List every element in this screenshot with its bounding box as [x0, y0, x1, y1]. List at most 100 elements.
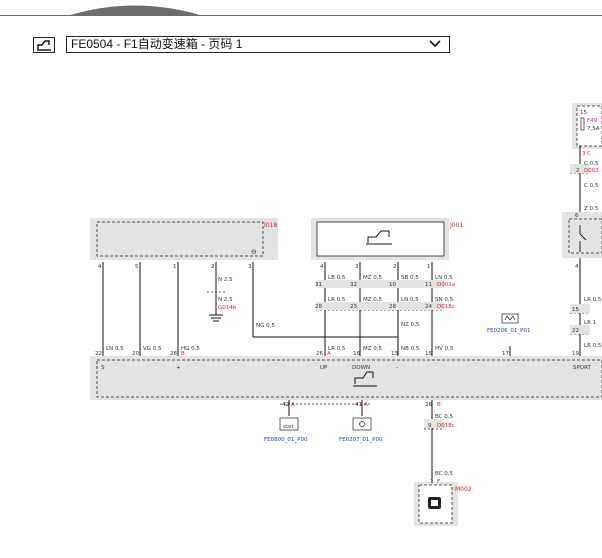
- wire-b-hv: HV 0,5: [435, 346, 454, 352]
- wire-j1-mz: MZ 0,5: [363, 275, 383, 281]
- mm-pin-15: 15: [425, 351, 432, 357]
- mm-label-s: S: [101, 365, 105, 371]
- f49-name: F49: [587, 118, 598, 124]
- row1-conn: D001a: [437, 282, 455, 288]
- lower-pin-41: 41: [355, 402, 362, 408]
- wire-b-nb: NB 0,5: [401, 346, 420, 352]
- mm-label-minus: -: [396, 365, 398, 371]
- wire-b-lr: LR 0,5: [328, 346, 346, 352]
- fuse-icon: [580, 117, 585, 131]
- lower-pin-1: 1: [430, 479, 434, 485]
- j001-pin-3: 3: [355, 264, 359, 270]
- j001-pin-2: 2: [393, 264, 397, 270]
- ground-icon: [209, 314, 223, 322]
- gear-selector-icon: [366, 230, 392, 245]
- r-pin-2: 2: [576, 168, 580, 174]
- r-wire-lr1: LR 1: [584, 320, 596, 326]
- row2-pin-b: 23: [350, 304, 357, 310]
- wire-ng05: NG 0,5: [256, 323, 275, 329]
- document-selector[interactable]: FE0504 - F1自动变速箱 - 页码 1: [66, 36, 450, 53]
- lower-pin-42: 42: [282, 402, 289, 408]
- row1-pin-b: 32: [350, 282, 357, 288]
- relay-box: [568, 218, 602, 254]
- row2-pin-d: 24: [425, 304, 432, 310]
- main-gear-icon: [353, 371, 377, 387]
- j001-pin-1: 1: [427, 264, 431, 270]
- i018-pin-1: 1: [173, 264, 177, 270]
- mm-letter-b: B: [181, 351, 185, 357]
- r-pin-22: 22: [572, 328, 579, 334]
- r-letter-c: C: [587, 151, 591, 157]
- fe0800-ref[interactable]: start FE0800_01_P00: [264, 417, 308, 443]
- i018-pin-2: 2: [211, 264, 215, 270]
- j001-pin-4: 4: [320, 264, 324, 270]
- i018-pin-4: 4: [98, 264, 102, 270]
- switch-icon: [579, 225, 587, 252]
- f49-rating: 7,5A: [587, 126, 600, 132]
- fe0206-ref[interactable]: FE0206_01_P01: [487, 313, 530, 334]
- wire-j2-lr: LR 0,5: [328, 297, 346, 303]
- wire-nz05: NZ 0,5: [401, 322, 420, 328]
- mm-pin-20: 20: [132, 351, 139, 357]
- r-pin-4: 4: [575, 264, 579, 270]
- sensor-icon: [428, 497, 441, 509]
- transmission-icon[interactable]: [33, 37, 55, 53]
- fe0800-link[interactable]: FE0800_01_P00: [264, 437, 308, 443]
- wire-j2-ln: LN 0,5: [401, 297, 419, 303]
- main-module-box: [96, 359, 602, 398]
- i018-pin-3: 3: [248, 264, 252, 270]
- fe0206-link[interactable]: FE0206_01_P01: [487, 328, 530, 334]
- start-label: start: [283, 424, 294, 430]
- wire-j1-sb: SB 0,5: [401, 275, 419, 281]
- i018-label: I018: [264, 222, 277, 229]
- j001-label: J001: [449, 222, 463, 229]
- r-pin-6: 6: [575, 213, 579, 219]
- mm-pin-17: 17: [502, 351, 509, 357]
- wire-j2-mz: MZ 0,5: [363, 297, 383, 303]
- wire-j1-ln: LN 0,5: [435, 275, 453, 281]
- wire-n25-bot: N 2,5: [218, 297, 233, 303]
- mm-label-down: DOWN: [352, 365, 370, 371]
- chevron-down-icon[interactable]: [429, 39, 441, 49]
- mm-pin-13: 13: [391, 351, 398, 357]
- wire-b-hg: HG 0,5: [181, 346, 200, 352]
- row2-conn: D018c: [437, 304, 455, 310]
- m002-label: M002: [455, 486, 472, 493]
- header-decoration: [70, 5, 200, 15]
- i018-background: [90, 218, 278, 260]
- r-wire-c05a: C 0,5: [584, 161, 599, 167]
- row1-pin-c: 10: [389, 282, 396, 288]
- lower-conn-d018c: D018c: [437, 423, 455, 429]
- connector-strips: [316, 164, 590, 428]
- row1-pin-d: 11: [425, 282, 432, 288]
- g014b-label: G014b: [218, 305, 237, 311]
- ground-symbol-i018: ⊖: [251, 248, 257, 256]
- row1-pin-a: 31: [315, 282, 322, 288]
- lower-letter-a1: A: [291, 402, 295, 408]
- i018-pin-5: 5: [135, 264, 139, 270]
- r-pin-19: 19: [572, 351, 579, 357]
- lower-letter-b: B: [437, 402, 441, 408]
- wire-bc05b: BC 0,5: [435, 471, 454, 477]
- fe0207-link[interactable]: FE0207_01_P00: [339, 437, 383, 443]
- lower-letter-f: F: [437, 479, 440, 485]
- r-wire-lr05: LR 0,5: [584, 297, 602, 303]
- fe0207-ref[interactable]: FE0207_01_P00: [339, 417, 383, 443]
- mm-pin-26: 26: [316, 351, 323, 357]
- mm-pin-28: 28: [170, 351, 177, 357]
- document-selector-value: FE0504 - F1自动变速箱 - 页码 1: [71, 37, 243, 51]
- mm-label-sport: SPORT: [573, 365, 592, 371]
- wire-j1-lb: LB 0,5: [328, 275, 346, 281]
- mm-label-up: UP: [320, 365, 328, 371]
- mm-letter-a: A: [327, 351, 331, 357]
- wire-b-ln: LN 0,5: [106, 346, 124, 352]
- top-divider: [0, 15, 602, 16]
- wire-j2-sn: SN 0,5: [435, 297, 454, 303]
- j001-box: [316, 221, 445, 257]
- lower-pin-9: 9: [428, 423, 432, 429]
- i018-box: [96, 221, 264, 257]
- main-module-background: [90, 356, 602, 400]
- lower-letter-a2: A: [364, 402, 368, 408]
- lower-pin-26: 26: [425, 402, 432, 408]
